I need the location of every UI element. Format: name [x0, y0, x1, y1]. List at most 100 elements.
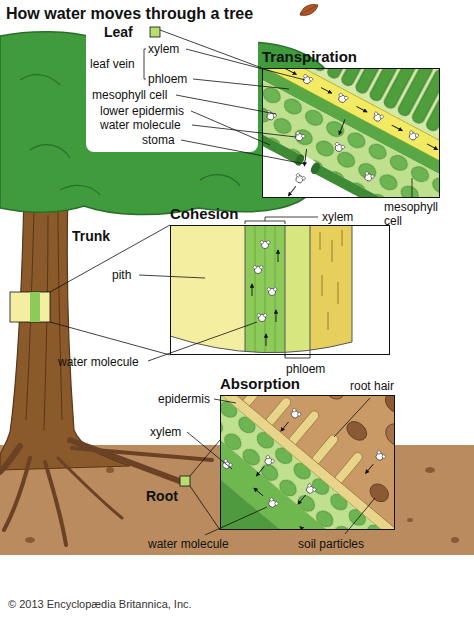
leaf-cross-section [262, 89, 440, 198]
root-zoom-square [180, 476, 190, 486]
leader-lines [181, 140, 305, 164]
root-cross-section [343, 418, 370, 444]
leaf-cross-section [294, 173, 306, 185]
leader-lines [412, 178, 413, 198]
trunk-cross-section [257, 314, 267, 322]
trunk-cross-section [267, 288, 277, 296]
part-label: water molecule [100, 118, 181, 132]
leader-lines [144, 49, 146, 79]
trunk-cross-section [245, 225, 285, 365]
text-anchor: phloem [286, 362, 325, 376]
part-label: xylem [148, 42, 179, 56]
root-cross-section [322, 395, 348, 403]
leaf-cross-section [286, 69, 297, 75]
trunk-zoom-xylem [30, 292, 40, 322]
text-anchor: mesophyll cell [384, 200, 448, 228]
root-cross-section [298, 495, 306, 504]
part-label: epidermis [158, 392, 210, 406]
part-label: stoma [142, 133, 175, 147]
text-anchor: How water moves through a tree [6, 4, 253, 23]
text-anchor: mesophyll cell [92, 88, 167, 102]
text-anchor: root hair [350, 379, 394, 393]
tree-roots [58, 458, 122, 518]
leaf-cross-section [262, 68, 440, 198]
leaf-cross-section [372, 111, 384, 123]
trunk-section-edges [352, 225, 353, 342]
leader-lines [214, 399, 236, 403]
inset-frame: Transpiration [262, 68, 440, 198]
leaf-cross-section [262, 68, 440, 198]
part-label: lower epidermis [100, 104, 184, 118]
soil-ground [451, 537, 459, 543]
soil-ground [425, 467, 435, 473]
part-label: xylem [150, 425, 181, 439]
part-label: leaf vein [90, 57, 135, 71]
part-label: root hair [350, 379, 394, 393]
leaf-cross-section [333, 142, 345, 154]
part-label: mesophyll cell [92, 88, 167, 102]
leaf-cross-section [262, 69, 438, 198]
root-cross-section [256, 467, 264, 476]
text-anchor: lower epidermis [100, 104, 184, 118]
inset-frame: Absorption [220, 395, 395, 530]
root-cross-section [220, 395, 373, 530]
tree-roots [70, 440, 182, 482]
leader-lines [148, 322, 257, 361]
trunk-section-edges [170, 225, 352, 356]
part-label: phloem [286, 362, 325, 376]
leader-lines [139, 275, 205, 278]
leaf-cross-section [407, 130, 419, 142]
trunk-cross-section [170, 225, 245, 365]
soil-ground [25, 537, 35, 543]
root-cross-section [220, 395, 395, 530]
leaf-cross-section [427, 144, 438, 150]
trunk-section-edges [170, 336, 352, 353]
root-cross-section [381, 419, 395, 451]
leaf-cross-section [356, 106, 367, 112]
tree-roots [45, 462, 66, 545]
part-label: water molecule [58, 355, 139, 369]
text-anchor: xylem [150, 425, 181, 439]
part-label: phloem [148, 72, 187, 86]
copyright-caption: © 2013 Encyclopædia Britannica, Inc. [8, 598, 192, 611]
text-anchor: phloem [148, 72, 187, 86]
text-anchor: Root [146, 488, 178, 504]
trunk-zoom-square [10, 292, 50, 322]
tree-trunk [0, 190, 130, 470]
text-anchor: water molecule [58, 355, 139, 369]
trunk-cross-section [320, 230, 342, 330]
text-anchor: pith [112, 268, 131, 282]
trunk-cross-section [253, 266, 263, 274]
soil-ground [407, 518, 413, 522]
root-cross-section [381, 395, 395, 417]
tree-roots [72, 448, 212, 460]
falling-leaf [300, 4, 318, 15]
text-anchor: Leaf [104, 24, 133, 40]
text-anchor: Trunk [72, 228, 110, 244]
leader-lines [205, 507, 267, 535]
leaf-cross-section [337, 119, 346, 134]
leader-lines [334, 398, 370, 437]
leaf-cross-section [262, 68, 440, 198]
trunk-cross-section [260, 241, 270, 249]
leaf-cross-section [336, 93, 348, 105]
root-cross-section [220, 395, 395, 530]
diagram-title: How water moves through a tree [6, 4, 253, 23]
root-cross-section [281, 422, 289, 431]
tree-trunk [0, 190, 130, 470]
leader-lines [190, 486, 220, 530]
leaf-cross-section [288, 185, 295, 197]
leader-lines [285, 355, 310, 358]
root-cross-section [220, 395, 395, 530]
leader-lines [193, 79, 289, 89]
leader-lines [50, 30, 412, 535]
part-heading: Trunk [72, 228, 110, 244]
inset-heading: Cohesion [170, 205, 388, 223]
part-label: water molecule [148, 537, 229, 551]
trunk-cross-section [278, 250, 279, 262]
leader-lines [187, 432, 232, 469]
leader-lines [190, 440, 220, 476]
leader-lines [191, 111, 270, 145]
